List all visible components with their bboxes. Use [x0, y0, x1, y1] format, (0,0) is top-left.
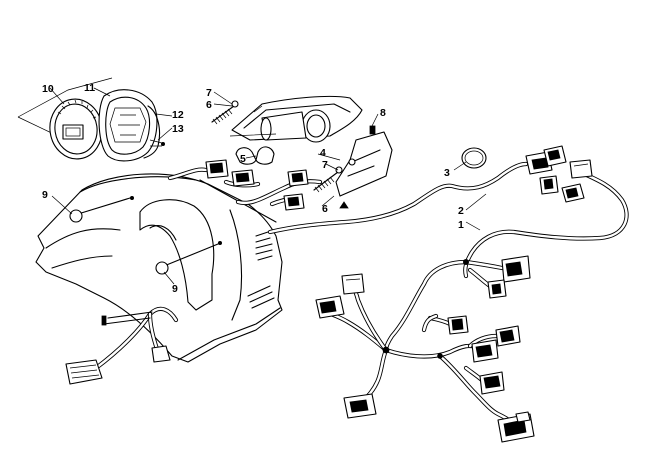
callout-11: 11: [84, 82, 95, 94]
gauge-assembly: [17, 77, 165, 162]
callout-5: 5: [240, 153, 246, 165]
connector-center-b: [495, 325, 521, 347]
callout-10: 10: [42, 83, 54, 95]
callout-6-upper: 6: [206, 99, 212, 111]
connector-left-a: [315, 295, 345, 319]
connector-mid-right: [487, 255, 531, 299]
hood-bolt-right: [155, 240, 222, 275]
connector-bottom-left: [343, 393, 377, 419]
harness-connectors: [315, 145, 593, 443]
connector-upper-right-b: [543, 145, 567, 167]
callout-7-upper: 7: [206, 87, 212, 99]
callout-1: 1: [458, 219, 464, 231]
callout-4: 4: [320, 147, 326, 159]
left-sub-harness: [65, 306, 179, 385]
headlight-mount-bracket: [335, 125, 393, 209]
connector-center-d: [479, 371, 505, 395]
callout-13: 13: [172, 123, 184, 135]
callout-6-lower: 6: [322, 203, 328, 215]
connector-bottom-right: [497, 411, 535, 443]
hood-bolt-left: [69, 195, 134, 223]
screw-spring-lower: [313, 166, 343, 193]
screw-spring-upper: [211, 100, 239, 125]
connector-left-b: [341, 273, 365, 295]
connector-center-c: [471, 339, 499, 363]
connector-upper-right-e: [561, 183, 585, 203]
headlight-assembly: [229, 95, 363, 143]
callout-8: 8: [380, 107, 386, 119]
callout-12: 12: [172, 109, 184, 121]
callout-labels: 10 11 12 13 7 6 8 4 5 7 6 3 2 1 9 9: [42, 82, 464, 295]
callout-2: 2: [458, 205, 464, 217]
callout-3: 3: [444, 167, 450, 179]
retaining-ring: [461, 147, 487, 169]
callout-9-right: 9: [172, 283, 178, 295]
leader-lines: [49, 87, 487, 285]
connector-upper-right-d: [569, 159, 593, 179]
callout-9-left: 9: [42, 189, 48, 201]
connector-upper-right-c: [539, 175, 559, 195]
bulb-connectors: [235, 146, 275, 165]
headlight-harness: [167, 159, 323, 211]
connector-center-a: [447, 315, 469, 335]
callout-7-lower: 7: [322, 159, 328, 171]
